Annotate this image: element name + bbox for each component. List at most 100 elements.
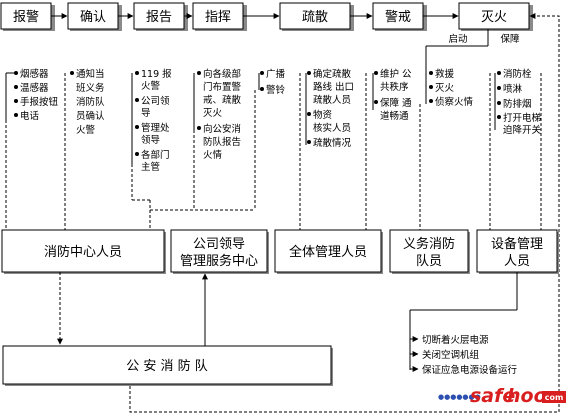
column-evacuate: 确定疏散 路线 出口 疏散人员 物资 核实人员 疏散情况 — [307, 68, 354, 149]
evacuate-line-4: 物资 — [313, 109, 333, 121]
confirm-line-3: 消防队 — [76, 96, 105, 108]
command-line-2: 门布置警 — [203, 81, 242, 93]
role-box-company-leadership — [170, 229, 268, 273]
elevator-item-2: 迫降开关 — [503, 124, 542, 136]
watermark-logo: ●●●●●●● safe hoo com — [438, 385, 566, 407]
role-box-control-center — [1, 229, 165, 273]
police-fire-brigade-box — [2, 345, 332, 385]
step-box-report — [133, 2, 185, 30]
cordon-line-1: 维护 公 — [380, 68, 412, 80]
cordon-line-2: 共秩序 — [380, 81, 409, 93]
step-label-7: 灭火 — [481, 10, 507, 25]
detail-columns: 烟感器 温感器 手报按钮 电话 通知当 班义务 消防队 员确认 火警 119 报… — [5, 66, 542, 173]
report-line-2: 火警 — [141, 80, 161, 92]
confirm-line-4: 员确认 — [76, 110, 105, 122]
report-line-6: 领导 — [141, 134, 160, 146]
evacuate-line-6: 疏散情况 — [313, 137, 352, 149]
step-label-5: 疏散 — [302, 10, 328, 25]
column-command: 向各级部 门布置警 戒、疏散 灭火 向公安消 防队报告 火情 — [197, 68, 242, 161]
lower-connections — [57, 272, 518, 370]
role-box-equipment-staff — [476, 229, 558, 273]
column-report: 119 报 火警 公司领 导 管理处 领导 各部门 主管 — [135, 68, 172, 173]
step-box-cordon — [372, 2, 424, 30]
command-line-6: 防队报告 — [203, 136, 241, 148]
step-label-6: 警戒 — [385, 9, 411, 25]
role-box-volunteer-brigade — [389, 229, 469, 273]
role-label-equipment-line2: 人员 — [504, 254, 530, 269]
cordon-line-3: 保障 通 — [380, 97, 412, 109]
rescue-item: 救援 — [435, 68, 455, 80]
cordon-line-4: 道畅通 — [380, 110, 409, 122]
police-fire-brigade-label: 公 安 消 防 队 — [126, 358, 208, 374]
sensor-item-4: 电话 — [20, 110, 40, 122]
command-line-3: 戒、疏散 — [203, 94, 242, 106]
step-label-1: 报警 — [13, 9, 39, 25]
command-line-5: 向公安消 — [203, 123, 241, 135]
smoke-exhaust-item: 防排烟 — [503, 98, 532, 110]
report-line-8: 主管 — [141, 161, 160, 173]
watermark-com-badge — [542, 391, 566, 403]
role-label-equipment-line1: 设备管理 — [491, 236, 543, 252]
step-box-evacuate — [279, 2, 351, 30]
command-line-7: 火情 — [203, 149, 223, 161]
report-line-3: 公司领 — [141, 95, 170, 107]
watermark-dots: ●●●●●●● — [438, 393, 481, 401]
evacuate-line-5: 核实人员 — [313, 122, 351, 134]
sensor-item-2: 温感器 — [20, 82, 49, 94]
role-label-all-staff: 全体管理人员 — [289, 244, 367, 260]
column-broadcast: 广播 警铃 — [260, 68, 286, 96]
watermark-safe: safe — [470, 385, 515, 407]
evacuate-line-1: 确定疏散 — [313, 68, 352, 80]
column-cordon: 维护 公 共秩序 保障 通 道畅通 — [374, 68, 412, 122]
hydrant-item: 消防栓 — [503, 68, 532, 80]
confirm-line-5: 火警 — [76, 124, 96, 136]
role-row: 消防中心人员 公司领导 管理服务中心 全体管理人员 义务消防 队员 设备管理 人… — [1, 229, 559, 274]
broadcast-item: 广播 — [266, 68, 286, 80]
step-box-extinguish — [458, 2, 530, 30]
role-label-volunteer-line1: 义务消防 — [403, 236, 455, 252]
evacuate-line-3: 疏散人员 — [313, 94, 351, 106]
column-confirm: 通知当 班义务 消防队 员确认 火警 — [76, 68, 105, 136]
sensor-item-3: 手报按钮 — [20, 96, 59, 108]
report-line-1: 119 报 — [141, 68, 172, 80]
step-row: 报警 确认 报告 指挥 疏散 警戒 灭火 — [0, 2, 533, 31]
scout-fire-item: 侦察火情 — [435, 96, 474, 108]
action-shut-hvac: 关闭空调机组 — [422, 349, 480, 361]
sensor-item-1: 烟感器 — [20, 68, 49, 80]
guarantee-label: 保障 — [500, 33, 520, 45]
command-line-1: 向各级部 — [203, 68, 241, 80]
column-rescue: 救援 灭火 侦察火情 — [429, 68, 474, 108]
step-box-report-alarm — [0, 2, 52, 30]
action-cut-power: 切断着火层电源 — [422, 334, 489, 346]
role-label-control-center: 消防中心人员 — [44, 244, 122, 260]
report-line-5: 管理处 — [141, 122, 170, 134]
confirm-line-2: 班义务 — [76, 82, 105, 94]
role-label-leadership-line1: 公司领导 — [193, 237, 245, 252]
start-label: 启动 — [448, 33, 467, 45]
equipment-actions: 切断着火层电源 关闭空调机组 保证应急电源设备运行 — [410, 334, 518, 376]
role-label-leadership-line2: 管理服务中心 — [180, 253, 258, 269]
alarm-bell-item: 警铃 — [266, 84, 286, 96]
confirm-line-1: 通知当 — [76, 68, 105, 80]
step-box-command — [192, 2, 244, 30]
role-box-all-staff — [274, 229, 382, 273]
action-emergency-power: 保证应急电源设备运行 — [422, 364, 518, 376]
report-line-7: 各部门 — [141, 149, 170, 161]
watermark-com: com — [545, 393, 564, 402]
extinguish-item: 灭火 — [435, 83, 455, 94]
command-line-4: 灭火 — [203, 108, 223, 119]
report-line-4: 导 — [141, 108, 151, 119]
watermark-hoo: hoo — [507, 385, 547, 407]
start-guarantee-link: 启动 保障 — [129, 13, 560, 413]
column-sensors: 烟感器 温感器 手报按钮 电话 — [14, 68, 59, 122]
elevator-item-1: 打开电梯 — [503, 112, 542, 124]
feed-lines — [5, 73, 542, 230]
role-label-volunteer-line2: 队员 — [416, 254, 442, 269]
step-label-4: 指挥 — [205, 10, 231, 25]
sprinkler-item: 喷淋 — [503, 83, 523, 95]
step-label-3: 报告 — [146, 10, 172, 25]
evacuate-line-2: 路线 出口 — [313, 81, 354, 93]
column-equipment: 消防栓 喷淋 防排烟 打开电梯 迫降开关 — [497, 68, 542, 136]
step-label-2: 确认 — [80, 10, 106, 25]
